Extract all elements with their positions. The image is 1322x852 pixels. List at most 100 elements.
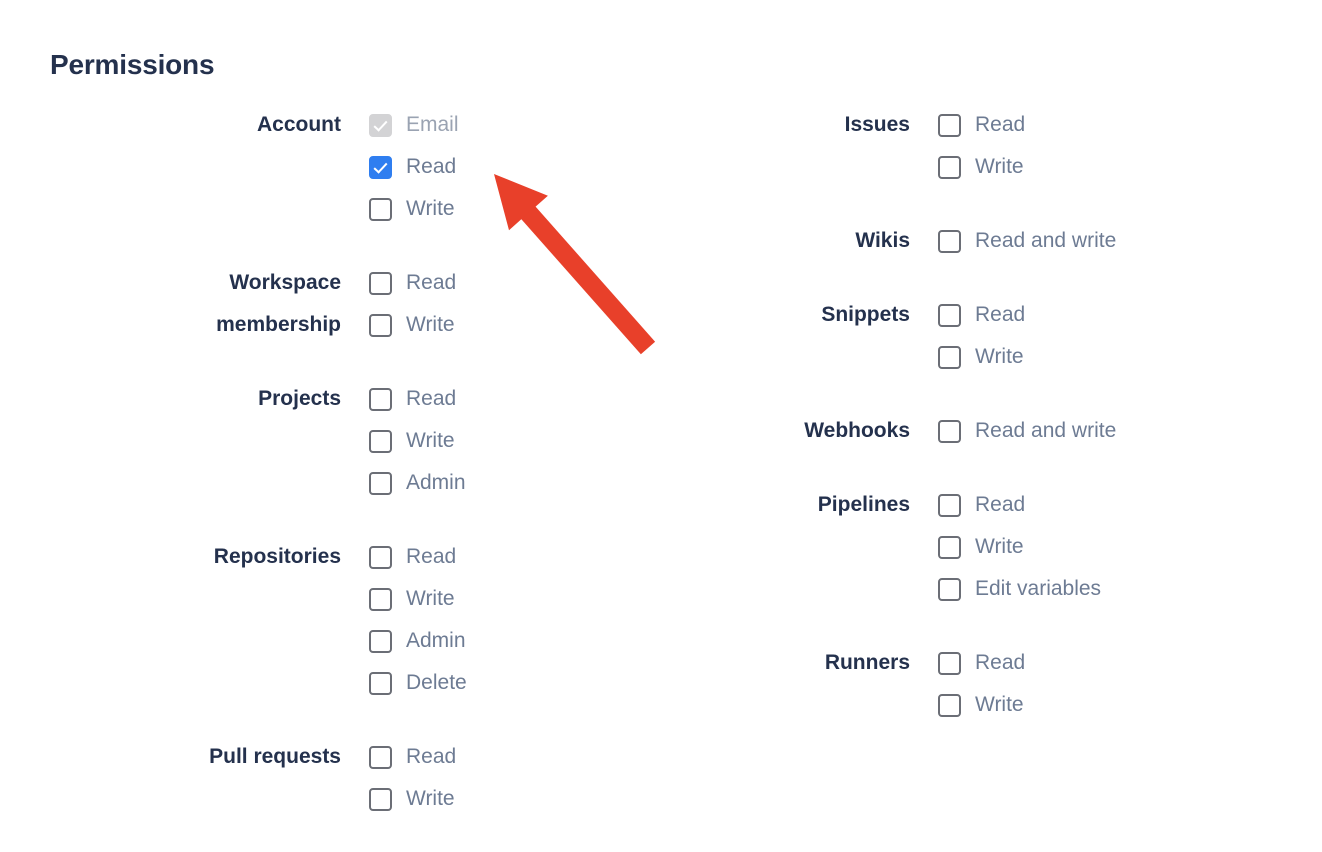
permission-option-row[interactable]: Read [369, 146, 620, 188]
permission-group-label: Workspace membership [216, 271, 341, 336]
permission-option-label: Read and write [975, 229, 1117, 252]
permission-group-label: Projects [258, 387, 341, 410]
permission-option-row[interactable]: Delete [369, 662, 620, 704]
permission-option-label: Write [975, 535, 1024, 558]
checkbox-icon [369, 113, 392, 137]
checkbox-icon[interactable] [938, 229, 961, 253]
permission-group-label: Webhooks [804, 419, 910, 442]
checkbox-icon[interactable] [938, 693, 961, 717]
permission-option-row[interactable]: Read [938, 484, 1320, 526]
checkbox-icon[interactable] [938, 155, 961, 179]
permission-option-row[interactable]: Read [369, 378, 620, 420]
permission-option-label: Read [975, 651, 1026, 674]
checkbox-icon[interactable] [369, 155, 392, 179]
permission-option-label: Write [975, 693, 1024, 716]
permission-option-label: Admin [406, 629, 466, 652]
permission-option-label: Write [406, 313, 455, 336]
permission-option-row[interactable]: Write [369, 188, 620, 230]
permission-option-row[interactable]: Read and write [938, 410, 1320, 452]
checkbox-icon[interactable] [938, 577, 961, 601]
permission-option-label: Write [406, 787, 455, 810]
checkbox-icon[interactable] [369, 387, 392, 411]
checkbox-icon[interactable] [938, 113, 961, 137]
checkbox-icon[interactable] [369, 197, 392, 221]
permission-option-label: Read [975, 113, 1026, 136]
permission-option-row: Email [369, 104, 620, 146]
permission-option-list: Read and write [910, 220, 1320, 262]
permission-option-list: Read and write [910, 410, 1320, 452]
permission-option-label: Write [975, 345, 1024, 368]
permission-option-label: Admin [406, 471, 466, 494]
permission-option-row[interactable]: Read [938, 294, 1320, 336]
permission-option-row[interactable]: Edit variables [938, 568, 1320, 610]
checkbox-icon[interactable] [938, 419, 961, 443]
permission-option-label: Write [406, 587, 455, 610]
permission-option-row[interactable]: Admin [369, 620, 620, 662]
checkbox-icon[interactable] [369, 629, 392, 653]
permission-option-row[interactable]: Read and write [938, 220, 1320, 262]
permission-group-label: Runners [824, 651, 910, 674]
permission-option-row[interactable]: Read [369, 736, 620, 778]
checkbox-icon[interactable] [369, 671, 392, 695]
permission-option-row[interactable]: Read [369, 262, 620, 304]
checkbox-icon[interactable] [938, 493, 961, 517]
permission-group: Webhooks Read and write [620, 410, 1320, 452]
checkbox-icon[interactable] [369, 471, 392, 495]
permission-option-row[interactable]: Write [938, 684, 1320, 726]
permission-option-label: Edit variables [975, 577, 1102, 600]
checkbox-icon[interactable] [369, 545, 392, 569]
checkbox-icon[interactable] [369, 787, 392, 811]
permission-group-label: Wikis [855, 229, 910, 252]
checkbox-icon[interactable] [938, 535, 961, 559]
permission-option-row[interactable]: Write [369, 420, 620, 462]
permission-group-label: Account [257, 113, 341, 136]
permission-option-row[interactable]: Write [938, 336, 1320, 378]
permission-option-row[interactable]: Write [938, 526, 1320, 568]
checkbox-icon[interactable] [938, 345, 961, 369]
permission-option-row[interactable]: Read [938, 104, 1320, 146]
checkbox-icon[interactable] [369, 745, 392, 769]
permission-option-label: Write [406, 429, 455, 452]
checkbox-icon[interactable] [938, 303, 961, 327]
permission-option-label: Read [975, 303, 1026, 326]
permission-group-label: Pipelines [817, 493, 910, 516]
checkbox-icon[interactable] [369, 587, 392, 611]
permission-option-row[interactable]: Admin [369, 462, 620, 504]
permission-group: Wikis Read and write [620, 220, 1320, 262]
permission-option-label: Read and write [975, 419, 1117, 442]
permission-group-label: Pull requests [209, 745, 341, 768]
permission-option-row[interactable]: Write [369, 304, 620, 346]
permission-option-row[interactable]: Read [938, 642, 1320, 684]
page-title: Permissions [50, 49, 215, 80]
checkbox-icon[interactable] [369, 313, 392, 337]
permission-option-label: Email [406, 113, 459, 136]
permission-option-row[interactable]: Write [369, 778, 620, 820]
permission-option-row[interactable]: Write [938, 146, 1320, 188]
permission-option-row[interactable]: Read [369, 536, 620, 578]
permission-option-label: Read [406, 271, 457, 294]
checkbox-icon[interactable] [369, 271, 392, 295]
permission-option-row[interactable]: Write [369, 578, 620, 620]
permission-option-label: Read [406, 745, 457, 768]
permission-option-label: Read [406, 155, 457, 178]
permission-group-label: Repositories [213, 545, 341, 568]
checkbox-icon[interactable] [938, 651, 961, 675]
checkbox-icon[interactable] [369, 429, 392, 453]
